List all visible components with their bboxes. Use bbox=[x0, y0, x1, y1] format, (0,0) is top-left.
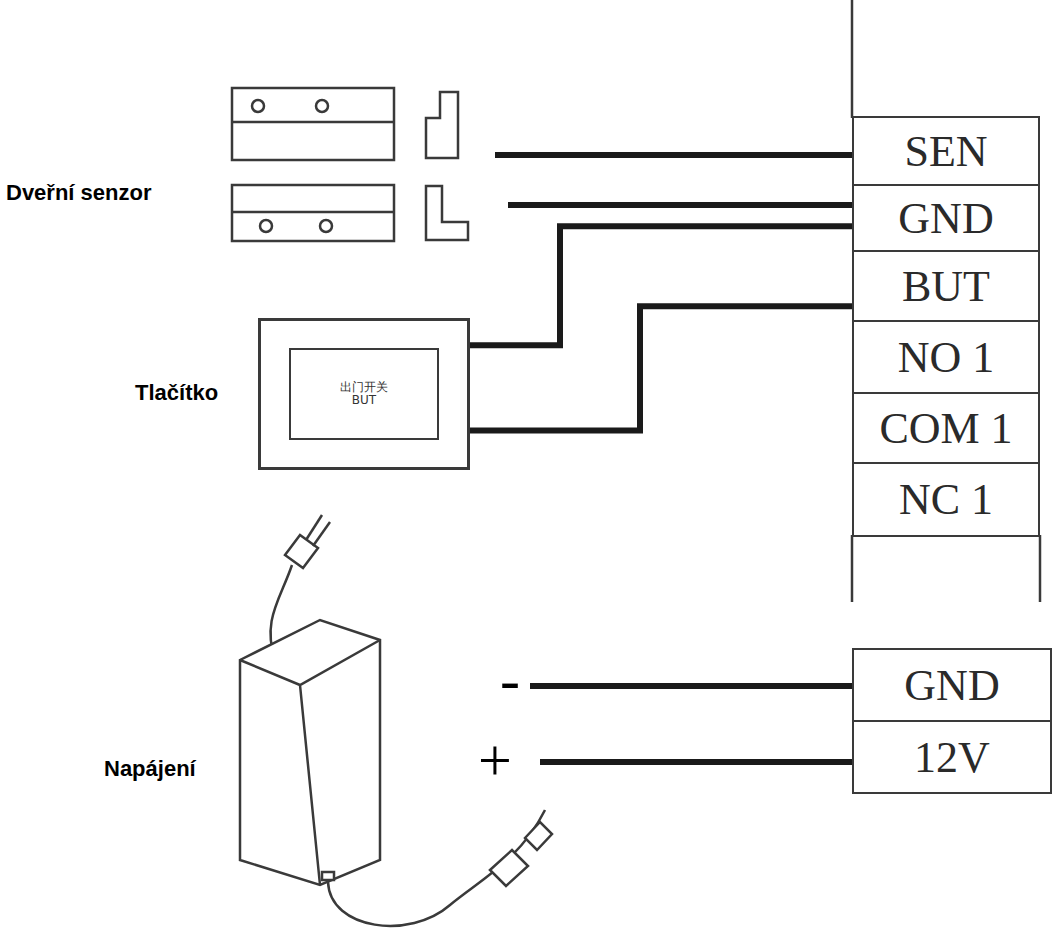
terminal-cell: BUT bbox=[852, 250, 1040, 322]
terminal-cell: GND bbox=[852, 648, 1052, 722]
part-label: Napájení bbox=[104, 756, 196, 782]
terminal-cell: COM 1 bbox=[852, 392, 1040, 464]
terminal-label: NO 1 bbox=[898, 332, 995, 383]
sensor-bracket bbox=[426, 186, 468, 240]
sensor-hole bbox=[252, 100, 264, 112]
terminal-cell: SEN bbox=[852, 116, 1040, 186]
power-wire bbox=[530, 683, 852, 689]
sensor-magnet-bottom bbox=[232, 185, 394, 241]
sensor-bracket bbox=[426, 92, 458, 158]
terminal-frame bbox=[852, 0, 1040, 602]
button-caption: BUT bbox=[352, 394, 376, 407]
power-wire bbox=[540, 759, 852, 765]
terminal-cell: 12V bbox=[852, 720, 1052, 794]
button-wire bbox=[470, 306, 852, 430]
adapter-socket bbox=[322, 872, 334, 880]
terminal-label: GND bbox=[904, 660, 999, 711]
terminal-edge bbox=[1039, 535, 1042, 602]
terminal-label: SEN bbox=[904, 126, 987, 177]
terminal-edge bbox=[851, 535, 854, 602]
adapter-edge bbox=[240, 640, 380, 885]
sensor-split bbox=[232, 121, 394, 124]
polarity-sign: - bbox=[500, 650, 520, 710]
sensor-hole bbox=[260, 220, 272, 232]
sensor-split bbox=[232, 211, 394, 214]
exit-button: 出门开关BUT bbox=[258, 318, 470, 470]
terminal-label: COM 1 bbox=[879, 403, 1012, 454]
plug-body bbox=[285, 535, 318, 568]
polarity-sign: + bbox=[478, 730, 512, 790]
wires bbox=[495, 155, 852, 762]
sensor-hole bbox=[316, 100, 328, 112]
terminal-label: GND bbox=[898, 193, 993, 244]
dc-connector bbox=[525, 822, 552, 850]
terminal-label: 12V bbox=[914, 732, 990, 783]
adapter-box bbox=[240, 620, 380, 885]
door-sensor bbox=[232, 88, 468, 241]
terminal-edge bbox=[851, 0, 854, 118]
sensor-wire bbox=[508, 202, 852, 208]
terminal-cell: NC 1 bbox=[852, 462, 1040, 537]
part-label: Tlačítko bbox=[135, 380, 218, 406]
dc-cable bbox=[328, 810, 545, 926]
button-wire bbox=[470, 226, 852, 345]
terminal-cell: NO 1 bbox=[852, 320, 1040, 394]
sensor-hole bbox=[320, 220, 332, 232]
part-label: Dveřní senzor bbox=[6, 180, 152, 206]
terminal-label: NC 1 bbox=[899, 474, 993, 525]
dc-connector bbox=[490, 850, 528, 886]
terminal-label: BUT bbox=[902, 261, 990, 312]
button-caption: 出门开关 bbox=[340, 381, 388, 394]
plug-pin bbox=[313, 522, 330, 546]
power-adapter bbox=[240, 515, 552, 926]
sensor-wire bbox=[495, 152, 852, 158]
button-face: 出门开关BUT bbox=[289, 348, 439, 440]
terminal-cell: GND bbox=[852, 184, 1040, 252]
sensor-magnet-top bbox=[232, 88, 394, 160]
